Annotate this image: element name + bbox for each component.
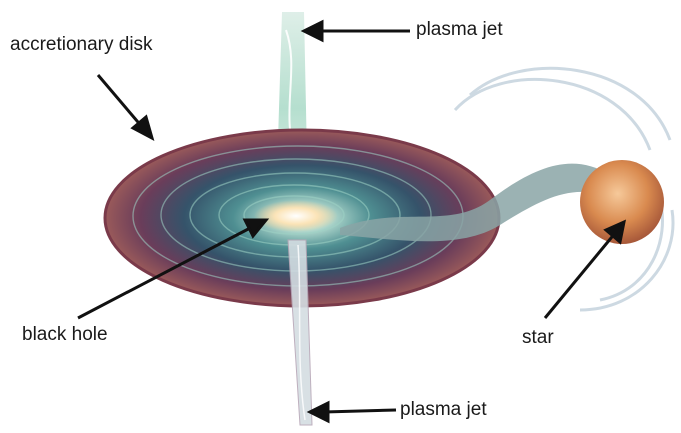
accretionary-disk-label: accretionary disk — [10, 35, 153, 54]
black-hole-label: black hole — [22, 325, 108, 344]
plasma-jet-top-label: plasma jet — [416, 20, 503, 39]
star-label: star — [522, 328, 554, 347]
plasma-jet-bottom-label: plasma jet — [400, 400, 487, 419]
black-hole-core — [254, 200, 338, 232]
